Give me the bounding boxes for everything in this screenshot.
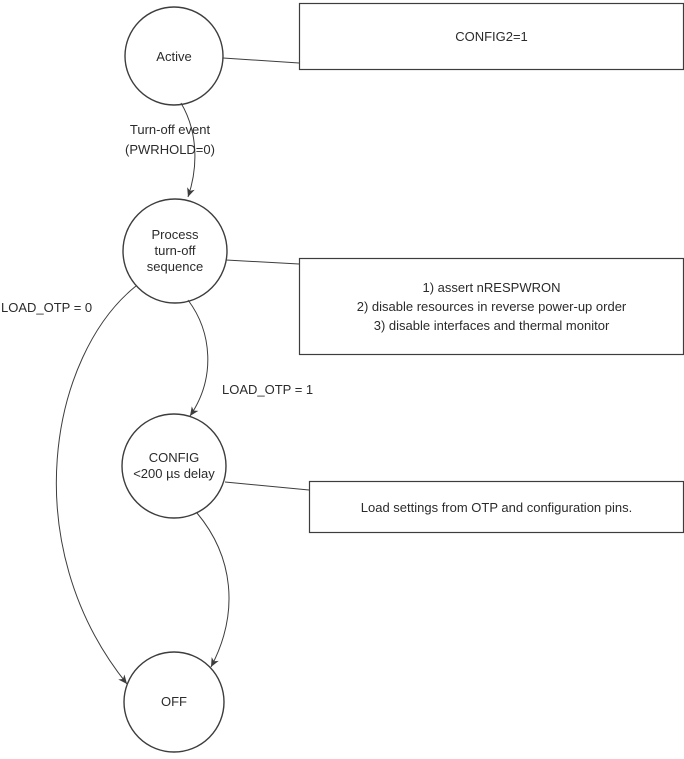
state-process-label-line2: turn-off	[154, 243, 196, 258]
transition-arrow-process-to-config	[187, 299, 209, 417]
state-active-circle	[124, 6, 224, 106]
state-config-label-line1: CONFIG	[148, 450, 200, 465]
transition-label-load-otp-1: LOAD_OTP = 1	[222, 382, 314, 397]
state-process-label-line1: Process	[151, 227, 199, 242]
note-turnoff-step2: 2) disable resources in reverse power-up…	[356, 299, 627, 314]
state-config-circle	[121, 413, 227, 519]
note-config2-line: CONFIG2=1	[455, 29, 528, 44]
state-off-circle	[123, 651, 225, 753]
transition-turnoff-event-line1: Turn-off event	[129, 122, 211, 137]
note-turnoff-step1: 1) assert nRESPWRON	[422, 280, 561, 295]
state-config-label: CONFIG <200 µs delay	[114, 450, 234, 482]
note-load-settings-line: Load settings from OTP and configuration…	[360, 499, 633, 515]
state-config-label-line2: <200 µs delay	[133, 466, 215, 481]
state-process-label-line3: sequence	[146, 259, 204, 274]
note-turnoff-steps-text: 1) assert nRESPWRON 2) disable resources…	[300, 258, 683, 355]
connector-config-to-settings-note	[224, 481, 310, 491]
note-turnoff-step3: 3) disable interfaces and thermal monito…	[373, 318, 610, 333]
note-config2-text: CONFIG2=1	[300, 3, 683, 70]
note-turnoff-steps-box	[298, 257, 684, 356]
state-active-label: Active	[156, 49, 192, 64]
note-config2-box	[298, 2, 684, 71]
state-process-label: Process turn-off sequence	[115, 227, 235, 275]
connector-active-to-config2-note	[222, 57, 300, 64]
note-load-settings-box	[308, 480, 684, 534]
connector-process-to-steps-note	[225, 259, 300, 265]
state-process-circle	[122, 198, 228, 304]
transition-label-turnoff-event: Turn-off event (PWRHOLD=0)	[100, 120, 240, 160]
transition-arrow-active-to-process	[180, 102, 196, 198]
transition-arrow-process-to-off	[55, 285, 137, 685]
transition-label-load-otp-0: LOAD_OTP = 0	[1, 300, 93, 315]
note-load-settings-text: Load settings from OTP and configuration…	[310, 481, 683, 533]
state-off-label: OFF	[161, 694, 187, 709]
transition-turnoff-event-line2: (PWRHOLD=0)	[125, 142, 215, 157]
transition-arrow-config-to-off	[196, 512, 230, 668]
